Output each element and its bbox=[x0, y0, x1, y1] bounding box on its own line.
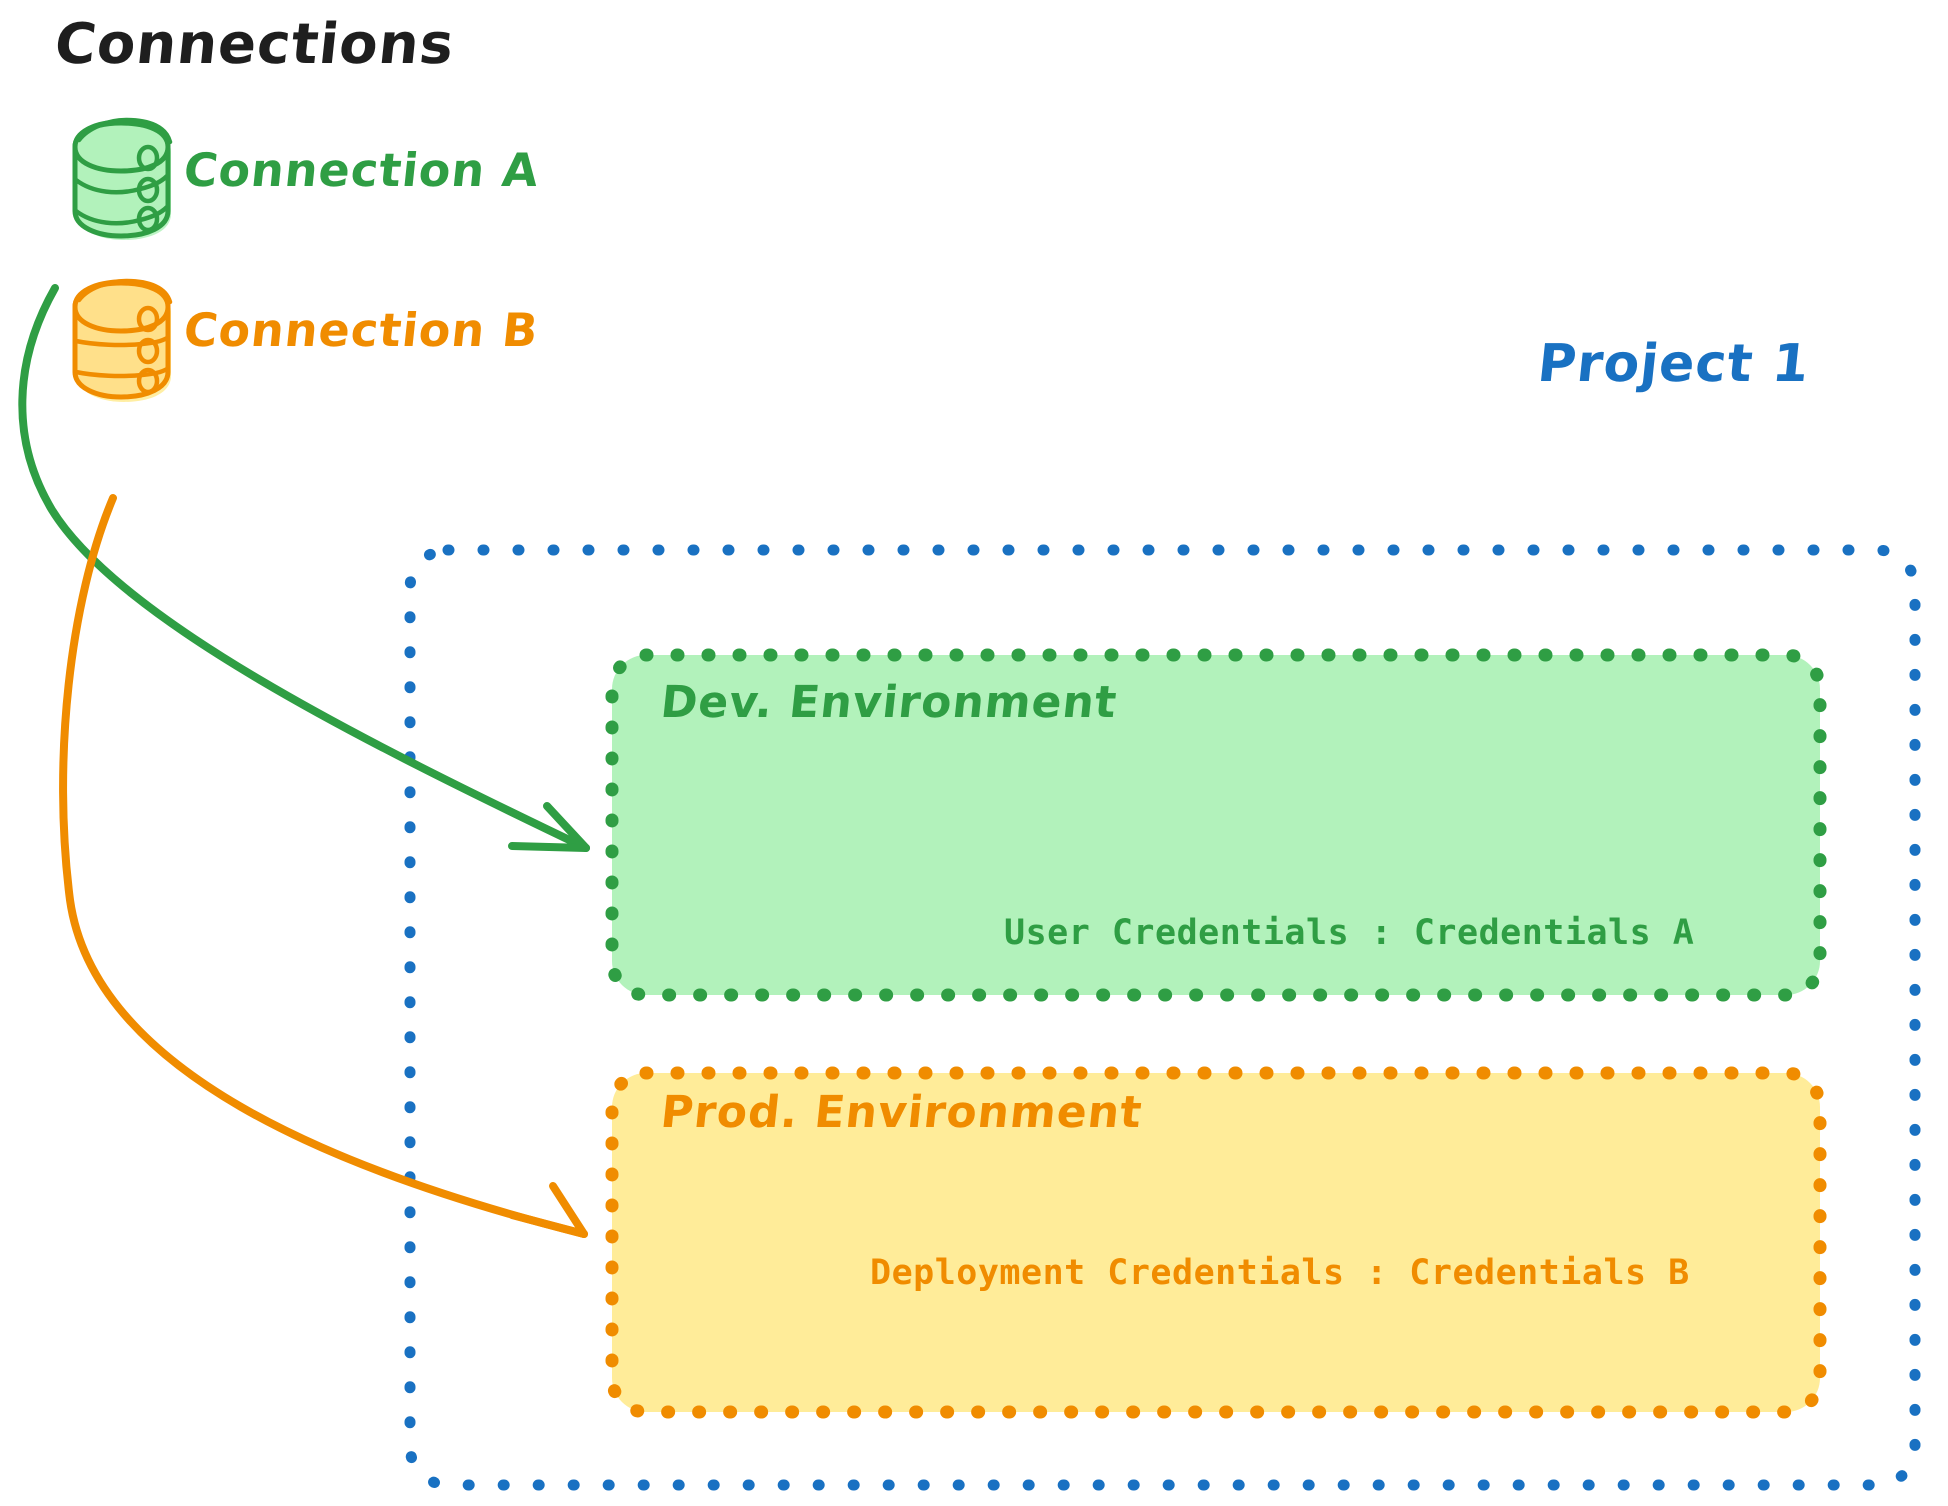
cylinder-b-led-1 bbox=[136, 305, 160, 333]
cylinder-b-led-3 bbox=[136, 367, 160, 395]
arrow-b-to-prod bbox=[59, 494, 588, 1238]
cylinder-b-led-2 bbox=[136, 337, 160, 365]
connection-b-label[interactable]: Connection B bbox=[181, 303, 542, 357]
cylinder-a-led-1 bbox=[136, 144, 160, 172]
prod-environment-fill bbox=[612, 1073, 1820, 1412]
dev-environment-fill bbox=[612, 655, 1820, 995]
connection-a-label[interactable]: Connection A bbox=[181, 143, 542, 197]
cylinder-a-led-3 bbox=[136, 205, 160, 233]
cylinder-a-led-2 bbox=[136, 176, 160, 204]
arrow-b-head-lower bbox=[549, 1182, 588, 1238]
prod-environment-box[interactable] bbox=[605, 1066, 1827, 1419]
project-title: Project 1 bbox=[1534, 334, 1813, 394]
prod-environment-border bbox=[605, 1066, 1827, 1419]
dev-environment-box[interactable] bbox=[605, 648, 1827, 1002]
arrow-b-path bbox=[59, 494, 588, 1238]
page-title: Connections bbox=[51, 12, 458, 77]
prod-environment-credentials: Deployment Credentials : Credentials B bbox=[870, 1253, 1690, 1293]
dev-environment-title: Dev. Environment bbox=[658, 677, 1120, 728]
arrow-b-head-upper bbox=[508, 1211, 588, 1238]
prod-environment-title: Prod. Environment bbox=[658, 1087, 1145, 1138]
arrow-a-head-lower bbox=[543, 802, 590, 852]
cylinder-b-top-sketch bbox=[76, 278, 173, 305]
arrow-a-head-upper bbox=[508, 842, 590, 852]
dev-environment-border bbox=[605, 648, 1827, 1002]
database-cylinder-icon-b[interactable] bbox=[72, 278, 173, 402]
database-cylinder-icon-a[interactable] bbox=[72, 117, 173, 240]
cylinder-a-top-sketch bbox=[76, 117, 173, 145]
dev-environment-credentials: User Credentials : Credentials A bbox=[1004, 913, 1695, 953]
